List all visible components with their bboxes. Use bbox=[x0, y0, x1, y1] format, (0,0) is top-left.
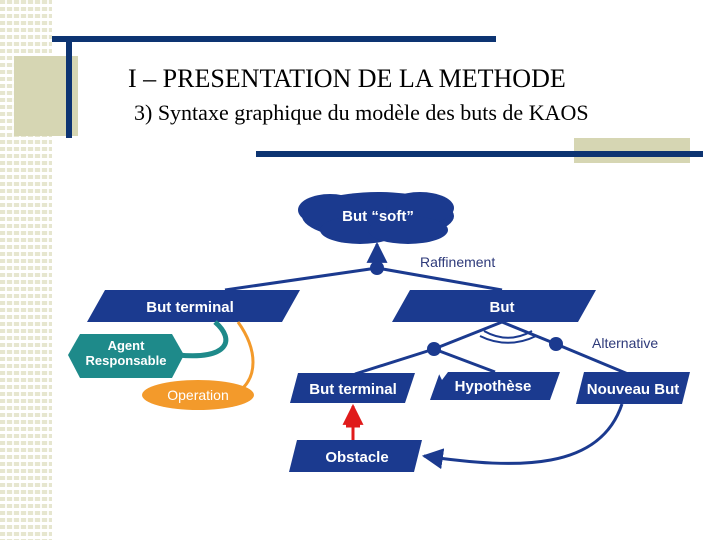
terminal-goal-top: But terminal bbox=[87, 290, 300, 322]
agent-label-line2: Responsable bbox=[86, 353, 167, 368]
alternative-node-right bbox=[549, 337, 563, 351]
goal-label: But bbox=[490, 299, 515, 316]
operation-label: Operation bbox=[167, 387, 228, 403]
agent-hexagon: Agent Responsable bbox=[68, 320, 229, 378]
refinement-link bbox=[224, 241, 503, 292]
obstruction-link bbox=[342, 403, 364, 440]
hypothesis-box: Hypothèse bbox=[430, 372, 560, 400]
refinement-node bbox=[370, 261, 384, 275]
alternative-links bbox=[354, 320, 629, 376]
slide-title: I – PRESENTATION DE LA METHODE bbox=[128, 64, 566, 93]
left-accent-bar bbox=[66, 36, 72, 138]
agent-label-line1: Agent bbox=[108, 338, 146, 353]
slide-subtitle: 3) Syntaxe graphique du modèle des buts … bbox=[134, 100, 589, 125]
operation-oval: Operation bbox=[142, 321, 255, 410]
alternative-label: Alternative bbox=[592, 335, 658, 351]
bottom-accent-bar bbox=[256, 151, 703, 157]
refinement-label: Raffinement bbox=[420, 254, 495, 270]
soft-goal-label: But “soft” bbox=[342, 208, 414, 225]
terminal-goal-middle: But terminal bbox=[290, 373, 415, 403]
new-goal-box: Nouveau But bbox=[576, 372, 690, 404]
decorative-square-bottom bbox=[574, 138, 690, 163]
obstacle-box: Obstacle bbox=[289, 440, 422, 472]
terminal-goal-top-label: But terminal bbox=[146, 299, 234, 316]
terminal-goal-middle-label: But terminal bbox=[309, 381, 397, 398]
resolution-link bbox=[421, 403, 624, 470]
top-accent-bar bbox=[52, 36, 496, 42]
goal-box: But bbox=[392, 290, 596, 322]
new-goal-label: Nouveau But bbox=[587, 381, 680, 398]
obstacle-label: Obstacle bbox=[325, 449, 388, 466]
hypothesis-label: Hypothèse bbox=[455, 378, 532, 395]
soft-goal-cloud: But “soft” bbox=[298, 192, 454, 244]
alternative-node-left bbox=[427, 342, 441, 356]
